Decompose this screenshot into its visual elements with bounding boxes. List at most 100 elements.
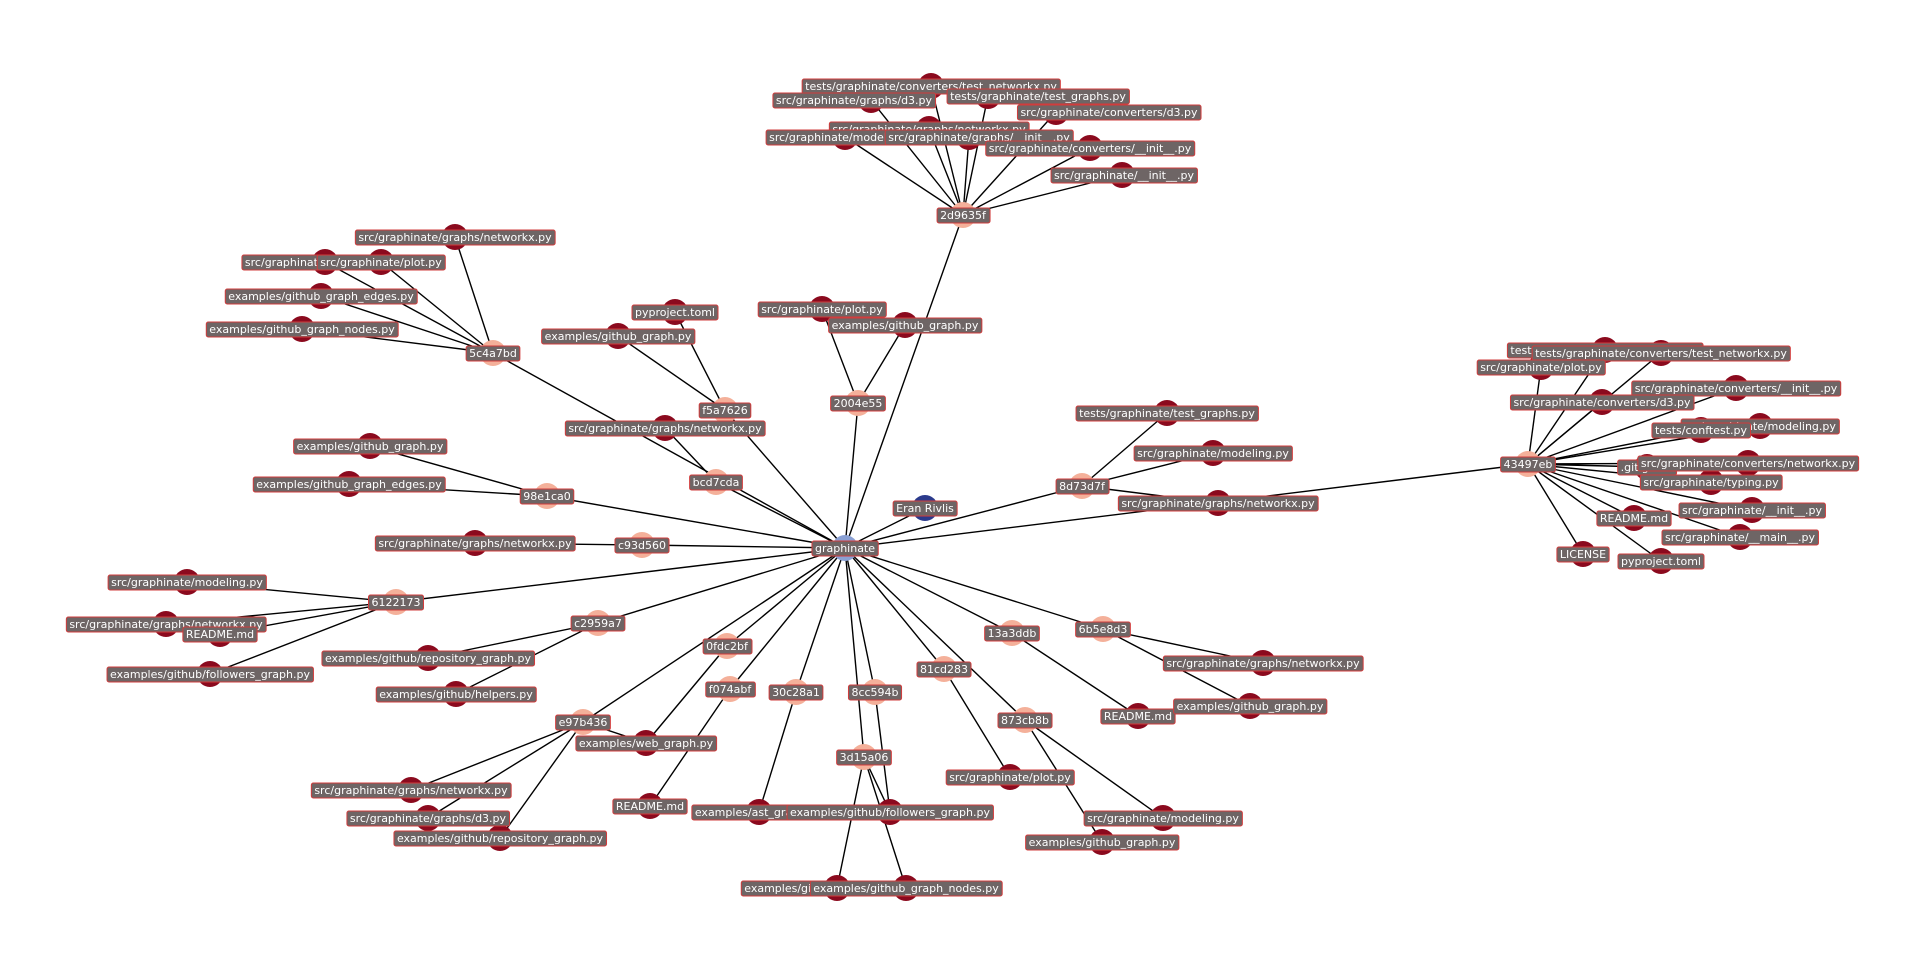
edge-c_873cb8b-f_s1 [1024,719,1164,819]
edge-c_2d9635f-f_a6 [844,136,964,216]
label-box-c_2d9635f [936,207,991,224]
label-f_b3: src/graphinate/plot.py [316,254,446,271]
label-text-f_p3: examples/github/repository_graph.py [397,832,604,845]
edge-c_8d73d7f-f_u1 [1081,412,1168,487]
label-text-f_v14: LICENSE [1560,548,1606,561]
label-f_d1: src/graphinate/plot.py [757,301,887,318]
label-f_a4: src/graphinate/converters/d3.py [1016,104,1202,121]
label-f_a3: tests/graphinate/test_graphs.py [946,88,1130,105]
edge-repo-c_2d9635f [844,214,964,549]
label-box-f_u1 [1075,405,1259,422]
label-box-f_a4 [1016,104,1202,121]
label-f_p1: src/graphinate/graphs/networkx.py [310,782,512,799]
edge-repo-c_30c28a1 [795,547,846,693]
edge-repo-c_3d15a06 [844,547,865,758]
label-f_k1: examples/web_graph.py [575,735,718,752]
label-text-f_v11: README.md [1600,512,1668,525]
label-f_v10: src/graphinate/typing.py [1639,474,1783,491]
label-box-f_b3 [316,254,446,271]
edge-repo-c_6b5e8d3 [844,547,1104,630]
edge-repo-c_8cc594b [844,547,876,693]
edge-repo-c_81cd283 [844,547,945,670]
label-text-f_v12: src/graphinate/__init__.py [1682,504,1822,517]
label-box-f_o2 [809,880,1003,897]
edge-repo-c_8d73d7f [844,485,1083,549]
label-box-f_v15 [1617,553,1705,570]
label-box-f_i3 [182,626,258,643]
label-text-f_a3: tests/graphinate/test_graphs.py [950,90,1126,103]
edge-c_2d9635f-f_a4 [962,111,1057,216]
label-box-c_0fdc2bf [702,638,753,655]
label-text-f_g1: examples/github_graph.py [297,440,444,453]
edge-c_e97b436-f_p3 [499,721,584,839]
edge-repo-c_873cb8b [844,547,1026,721]
edge-c_2d9635f-f_a1 [930,85,964,216]
edge-c_43497eb-f_v3 [1527,366,1542,465]
label-f_e1: src/graphinate/graphs/networkx.py [564,420,766,437]
edge-c_43497eb-f_v4 [1527,387,1737,465]
label-box-f_h1 [374,535,576,552]
label-text-c_f074abf: f074abf [709,683,753,696]
label-f_v13: src/graphinate/__main__.py [1661,529,1819,546]
label-c_2d9635f: 2d9635f [936,207,991,224]
label-box-c_3d15a06 [836,749,892,766]
edge-repo-c_bcd7cda [715,481,846,549]
label-f_i4: examples/github/followers_graph.py [106,666,314,683]
edge-repo-c_5c4a7bd [492,352,846,549]
label-box-f_s1 [1083,810,1243,827]
label-f_s2: examples/github_graph.py [1025,834,1180,851]
edge-c_43497eb-f_v15 [1527,463,1662,562]
edge-c_43497eb-f_v14 [1527,463,1584,555]
label-f_g2: examples/github_graph_edges.py [252,476,446,493]
label-text-f_b3: src/graphinate/plot.py [320,256,442,269]
label-f_n1: examples/github/followers_graph.py [786,804,994,821]
edge-c_5c4a7bd-f_b4 [320,295,494,354]
label-text-f_a2: src/graphinate/graphs/d3.py [776,94,933,107]
label-box-c_43497eb [1500,456,1556,473]
label-f_b1: src/graphinate/graphs/networkx.py [354,229,556,246]
label-text-f_s1: src/graphinate/modeling.py [1087,812,1239,825]
label-f_v4: src/graphinate/converters/__init__.py [1631,380,1842,397]
label-f_v14: LICENSE [1556,546,1610,563]
label-box-c_6b5e8d3 [1075,621,1131,638]
label-text-c_43497eb: 43497eb [1504,458,1553,471]
label-box-f_q1 [945,769,1075,786]
label-c_2004e55: 2004e55 [830,395,886,412]
edge-c_6122173-f_i4 [209,601,397,675]
label-text-f_v7: tests/conftest.py [1655,424,1748,437]
label-f_g1: examples/github_graph.py [293,438,448,455]
label-f_i3: README.md [182,626,258,643]
label-text-c_2004e55: 2004e55 [834,397,883,410]
label-text-c_0fdc2bf: 0fdc2bf [706,640,749,653]
label-box-f_d1 [757,301,887,318]
label-c_30c28a1: 30c28a1 [768,684,824,701]
edge-c_2d9635f-f_a2 [870,99,964,216]
label-f_d2: examples/github_graph.py [828,317,983,334]
label-box-c_8d73d7f [1055,478,1110,495]
edge-c_f5a7626-f_c1 [674,311,726,411]
label-f_b5: examples/github_graph_nodes.py [205,321,399,338]
label-c_43497eb: 43497eb [1500,456,1556,473]
label-text-f_b4: examples/github_graph_edges.py [228,290,414,303]
label-text-f_v9: src/graphinate/converters/networkx.py [1641,457,1856,470]
label-text-f_q1: src/graphinate/plot.py [949,771,1071,784]
label-text-c_f5a7626: f5a7626 [702,404,748,417]
edge-repo-c_f074abf [729,547,846,690]
label-box-c_30c28a1 [768,684,824,701]
label-text-f_r1: README.md [1104,710,1172,723]
label-text-f_v15: pyproject.toml [1621,555,1701,568]
edge-c_43497eb-f_v5 [1527,401,1603,465]
edge-c_5c4a7bd-f_b3 [380,261,494,354]
label-f_a2: src/graphinate/graphs/d3.py [772,92,937,109]
label-f_v12: src/graphinate/__init__.py [1678,502,1826,519]
label-text-f_h1: src/graphinate/graphs/networkx.py [378,537,572,550]
label-box-f_b4 [224,288,418,305]
label-text-c_6b5e8d3: 6b5e8d3 [1079,623,1128,636]
label-text-f_u3: src/graphinate/graphs/networkx.py [1121,497,1315,510]
edge-c_2d9635f-f_a7 [962,136,970,216]
label-f_i1: src/graphinate/modeling.py [107,574,267,591]
label-text-f_e1: src/graphinate/graphs/networkx.py [568,422,762,435]
edge-repo-c_98e1ca0 [546,495,846,549]
label-f_v7: tests/conftest.py [1651,422,1752,439]
label-text-c_6122173: 6122173 [372,596,421,609]
